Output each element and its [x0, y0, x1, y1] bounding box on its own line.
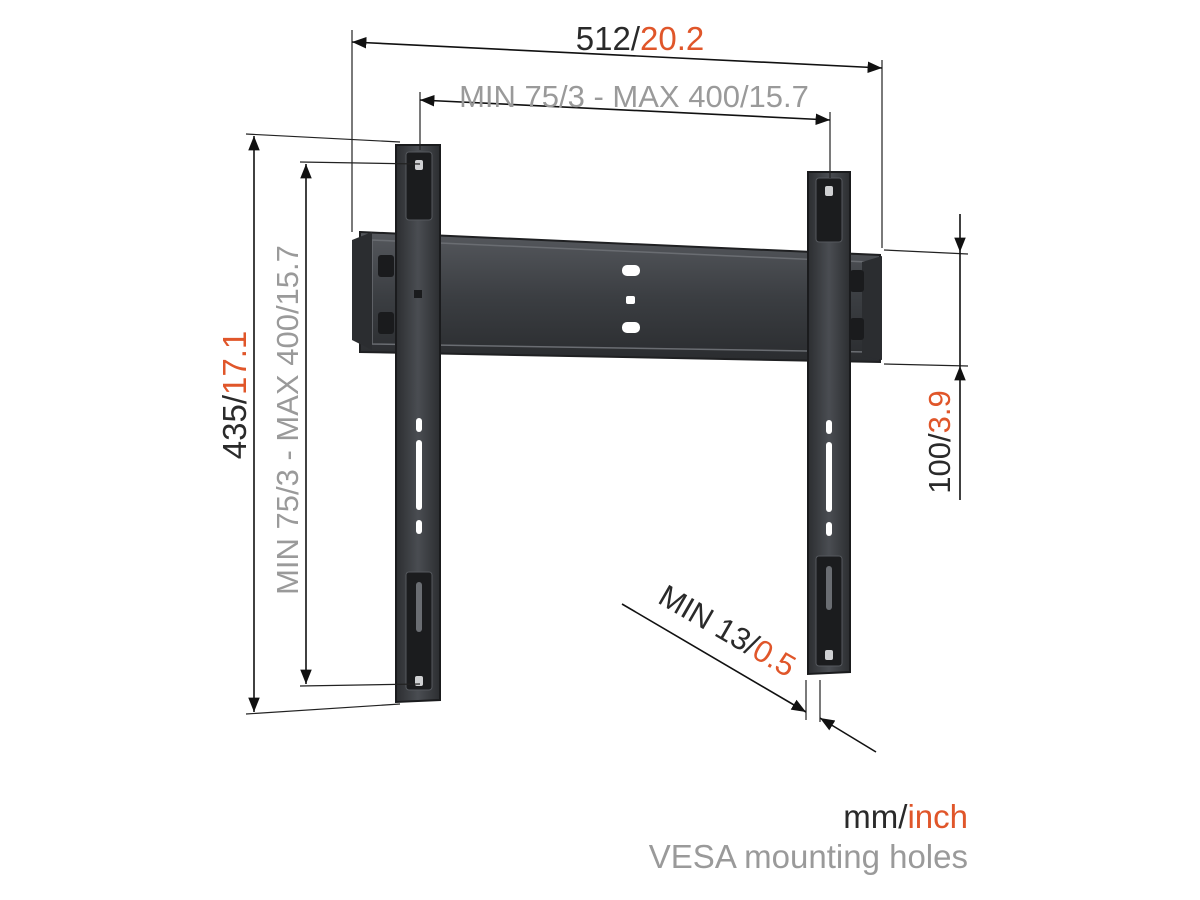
wall-distance-arrow-b	[819, 717, 877, 753]
center-slot-icon	[622, 322, 640, 333]
plate-slot-icon	[378, 312, 394, 334]
unit-legend: mm/inch	[843, 798, 968, 836]
vesa-caption: VESA mounting holes	[648, 838, 968, 875]
vesa-width-arrow	[419, 94, 831, 126]
total-height-label: 435/17.1	[216, 331, 253, 459]
unit-mm: mm/	[843, 798, 908, 835]
vesa-width-label: MIN 75/3 - MAX 400/15.7	[459, 79, 809, 114]
wall-distance-arrow-a	[621, 603, 807, 713]
dimension-lines	[248, 36, 966, 753]
plate-slot-icon	[378, 255, 394, 277]
wall-distance-label: MIN 13/0.5	[653, 578, 802, 684]
total-width-arrow	[351, 36, 883, 74]
extension-lines	[245, 30, 969, 722]
vesa-hole-icon	[825, 650, 833, 660]
wall-plate-height-label: 100/3.9	[922, 390, 957, 493]
vesa-height-label: MIN 75/3 - MAX 400/15.7	[270, 245, 305, 595]
unit-inch: inch	[907, 798, 968, 835]
left-rail	[395, 144, 441, 704]
vesa-hole-icon	[415, 160, 423, 170]
plate-slot-icon	[850, 318, 864, 340]
center-slot-icon	[622, 265, 640, 276]
right-rail	[807, 171, 851, 676]
wall-plate	[352, 230, 882, 364]
total-width-label: 512/20.2	[576, 20, 704, 57]
vesa-hole-icon	[825, 186, 833, 196]
plate-slot-icon	[850, 270, 864, 292]
center-hole-icon	[626, 296, 635, 304]
